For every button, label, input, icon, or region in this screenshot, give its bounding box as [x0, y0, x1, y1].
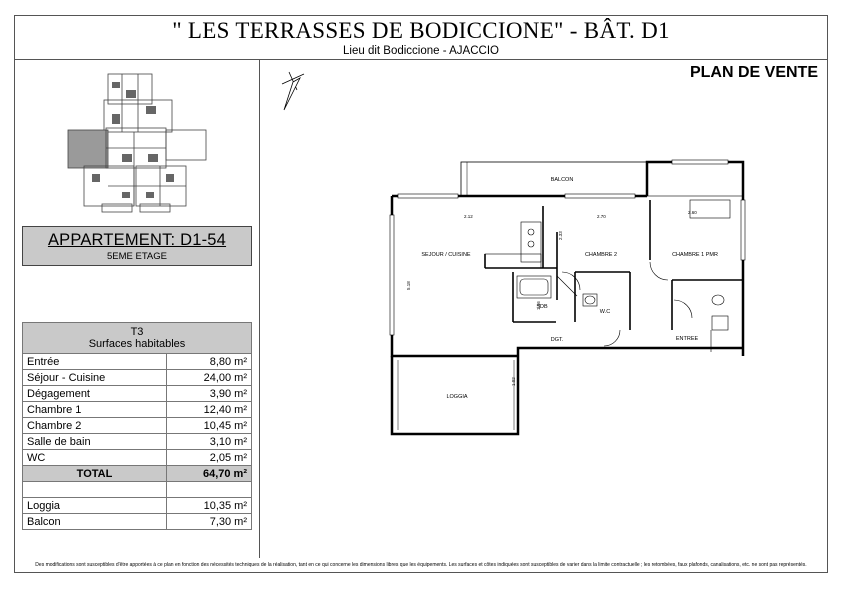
room-label-entree: ENTREE — [676, 336, 699, 342]
room-name: WC — [22, 449, 167, 466]
plan-type-label: PLAN DE VENTE — [689, 64, 818, 81]
surfaces-table-header: T3 Surfaces habitables — [22, 322, 252, 354]
building-key-plan — [67, 73, 207, 213]
document-subtitle: Lieu dit Bodiccione - AJACCIO — [343, 45, 499, 57]
sheet-frame — [14, 15, 828, 573]
svg-text:1.02: 1.02 — [511, 377, 516, 386]
room-area: 3,90 m² — [166, 385, 252, 402]
floor-plan: 2.12 2.70 2.60 5.18 2.33 1.66 1.02 BALCO… — [281, 71, 746, 436]
room-name: Chambre 1 — [22, 401, 167, 418]
svg-text:2.70: 2.70 — [597, 214, 606, 219]
legal-footnote: Des modifications sont susceptibles d'êt… — [35, 562, 807, 568]
svg-text:5.18: 5.18 — [406, 281, 411, 290]
room-area: 8,80 m² — [166, 353, 252, 370]
room-name: Loggia — [22, 497, 167, 514]
apartment-type: T3 — [130, 326, 144, 338]
apartment-title: APPARTEMENT: D1-54 — [47, 231, 227, 249]
room-label-chambre2: CHAMBRE 2 — [585, 252, 617, 258]
room-label-loggia: LOGGIA — [446, 394, 467, 400]
header-divider — [14, 59, 828, 60]
apartment-title-box: APPARTEMENT: D1-54 5EME ETAGE — [22, 226, 252, 266]
total-value: 64,70 m² — [166, 465, 252, 482]
svg-text:2.33: 2.33 — [558, 231, 563, 240]
room-area: 24,00 m² — [166, 369, 252, 386]
room-area: 12,40 m² — [166, 401, 252, 418]
apartment-floor: 5EME ETAGE — [106, 251, 167, 262]
room-area: 3,10 m² — [166, 433, 252, 450]
column-divider — [259, 59, 260, 558]
room-name: Balcon — [22, 513, 167, 530]
room-label-dgt: DGT. — [551, 337, 564, 343]
room-label-wc: W.C — [600, 309, 610, 315]
room-area: 2,05 m² — [166, 449, 252, 466]
surfaces-heading: Surfaces habitables — [88, 338, 186, 350]
svg-text:2.12: 2.12 — [464, 214, 473, 219]
room-name: Chambre 2 — [22, 417, 167, 434]
room-label-chambre1: CHAMBRE 1 PMR — [672, 252, 718, 258]
north-arrow-icon — [281, 71, 305, 111]
room-area: 7,30 m² — [166, 513, 252, 530]
room-name: Dégagement — [22, 385, 167, 402]
room-label-sdb: SDB — [536, 304, 548, 310]
svg-text:2.60: 2.60 — [688, 210, 697, 215]
room-label-balcon: BALCON — [551, 177, 574, 183]
room-label-sejour: SEJOUR / CUISINE — [421, 252, 471, 258]
room-name: Salle de bain — [22, 433, 167, 450]
document-title: " LES TERRASSES DE BODICCIONE" - BÂT. D1 — [172, 18, 670, 43]
room-name: Séjour - Cuisine — [22, 369, 167, 386]
spacer-row — [22, 481, 252, 498]
room-area: 10,45 m² — [166, 417, 252, 434]
svg-text:1.66: 1.66 — [536, 301, 541, 310]
total-label: TOTAL — [22, 465, 167, 482]
room-name: Entrée — [22, 353, 167, 370]
room-area: 10,35 m² — [166, 497, 252, 514]
